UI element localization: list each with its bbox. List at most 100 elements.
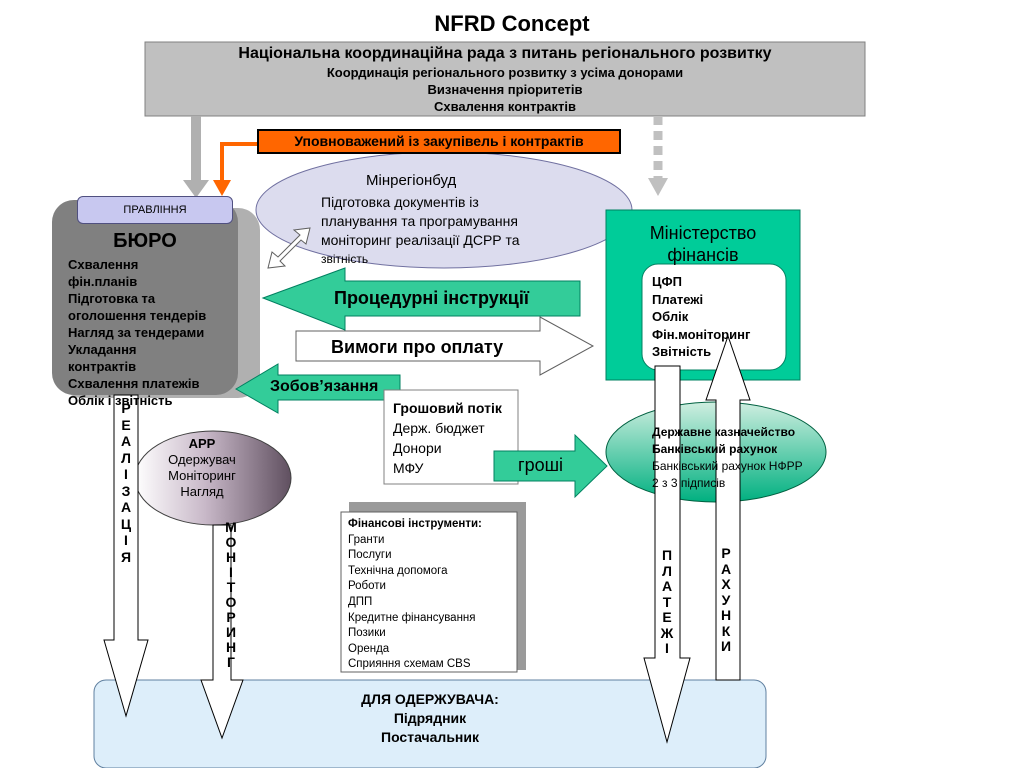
obligations-arrow — [235, 363, 401, 414]
vertical-letter: О — [225, 534, 237, 550]
treasury-text: Державне казначейство Банківський рахуно… — [652, 424, 803, 492]
obligations-label: Зобов’язання — [270, 378, 379, 395]
vertical-letter: Л — [121, 449, 131, 466]
app-line: Нагляд — [180, 484, 224, 499]
minregion-line: моніторинг реалізації ДСРР та — [321, 232, 520, 248]
minregion-title: Мінрегіонбуд — [366, 172, 457, 189]
vertical-letter: А — [120, 433, 132, 449]
bureau-item: Облік і звітність — [68, 393, 173, 408]
recipient-box — [93, 679, 767, 768]
bureau-items: Схвалення фін.планів Підготовка та оголо… — [68, 256, 206, 409]
vertical-letter: М — [225, 519, 237, 535]
vertical-letter: Е — [662, 609, 672, 625]
council-to-bureau-arrow — [183, 116, 209, 198]
vertical-letter: И — [225, 624, 237, 640]
board-label: ПРАВЛІННЯ — [77, 196, 233, 224]
instrument-item: Технічна допомога — [348, 564, 448, 577]
procedural-instructions-label: Процедурні інструкції — [334, 288, 529, 308]
payments-arrow — [643, 365, 691, 744]
vertical-letter: Х — [721, 576, 731, 592]
money-flow-title: Грошовий потік — [393, 400, 502, 416]
vertical-letter: О — [225, 594, 237, 610]
treasury-line: 2 з 3 підписів — [652, 476, 726, 490]
vertical-letter: І — [124, 532, 128, 548]
treasury-line: Банківський рахунок НФРР — [652, 459, 803, 473]
vertical-letter: Н — [225, 639, 237, 655]
money-flow-item: Донори — [393, 440, 442, 456]
minregion-line: звітність — [321, 252, 369, 266]
minregion-line: планування та програмування — [321, 213, 518, 229]
procurement-to-bureau-arrow — [213, 142, 258, 196]
ministry-title: Міністерство фінансів — [606, 222, 800, 266]
money-flow-text: Грошовий потік Держ. бюджет Донори МФУ — [393, 398, 502, 478]
ministry-items: ЦФП Платежі Облік Фін.моніторинг Звітніс… — [652, 273, 750, 361]
vertical-letter: А — [120, 499, 132, 515]
vertical-letter: А — [661, 578, 673, 594]
instrument-item: Гранти — [348, 533, 385, 546]
vertical-letter: Ц — [120, 515, 132, 532]
payment-requirements-label: Вимоги про оплату — [331, 337, 504, 357]
instrument-item: Сприяння схемам CBS — [348, 658, 471, 671]
ministry-title-line: Міністерство — [649, 223, 757, 243]
instrument-item: Оренда — [348, 642, 390, 655]
ministry-title-line: фінансів — [667, 245, 739, 265]
instrument-item: ДПП — [348, 595, 373, 608]
instrument-item: Роботи — [348, 580, 386, 593]
recipient-text: ДЛЯ ОДЕРЖУВАЧА: Підрядник Постачальник — [94, 690, 766, 747]
bureau-item: контрактів — [68, 359, 137, 374]
instrument-item: Позики — [348, 627, 386, 640]
minregion-text: Підготовка документів із планування та п… — [321, 193, 520, 269]
vertical-letter: Т — [226, 579, 236, 595]
implementation-arrow — [103, 394, 149, 718]
money-label: гроші — [518, 455, 564, 475]
app-title: APP — [188, 436, 216, 451]
ministry-item: Фін.моніторинг — [652, 326, 751, 342]
vertical-letter: А — [720, 560, 732, 577]
bureau-item: Підготовка та — [68, 291, 156, 306]
instruments-text: Фінансові інструменти: Гранти Послуги Те… — [348, 517, 482, 673]
procurement-officer-box: Уповноважений із закупівель і контрактів — [257, 129, 621, 154]
vertical-letter: Ж — [660, 624, 674, 641]
recipient-line: ДЛЯ ОДЕРЖУВАЧА: — [361, 691, 499, 707]
bureau-item: оголошення тендерів — [68, 308, 207, 323]
council-line: Визначення пріоритетів — [427, 82, 583, 97]
vertical-letter: Л — [662, 562, 672, 579]
treasury-line: Державне казначейство — [652, 425, 796, 439]
vertical-letter: К — [721, 622, 731, 639]
app-text: APP Одержувач Моніторинг Нагляд — [150, 436, 254, 500]
bureau-box — [52, 200, 238, 395]
ministry-item: Платежі — [652, 291, 704, 307]
vertical-letter: З — [121, 482, 131, 499]
recipient-line: Постачальник — [381, 729, 479, 745]
recipient-line: Підрядник — [393, 710, 467, 726]
ministry-item: Звітність — [652, 344, 712, 359]
invoices-arrow — [705, 334, 751, 681]
money-arrow — [493, 433, 608, 499]
minregion-line: Підготовка документів із — [321, 194, 479, 210]
vertical-letter: І — [124, 466, 128, 482]
council-box — [144, 41, 866, 117]
instrument-item: Послуги — [348, 549, 392, 562]
vertical-letter: Н — [720, 607, 732, 623]
app-line: Одержувач — [168, 452, 236, 467]
bureau-item: фін.планів — [68, 274, 138, 289]
vertical-letter: Г — [227, 654, 235, 670]
vertical-letter: Т — [662, 593, 672, 610]
bureau-item: Схвалення — [68, 257, 139, 272]
council-line: Схвалення контрактів — [433, 99, 577, 114]
vertical-letter: П — [661, 547, 673, 563]
vertical-letter: Р — [721, 545, 731, 561]
vertical-letter: Р — [121, 400, 131, 416]
vertical-letter: Е — [121, 416, 131, 433]
ministry-item: ЦФП — [652, 274, 682, 289]
monitoring-arrow — [200, 524, 244, 740]
app-line: Моніторинг — [168, 468, 236, 483]
instruments-title: Фінансові інструменти: — [348, 518, 482, 530]
ministry-inner-box — [641, 263, 787, 371]
money-flow-item: Держ. бюджет — [393, 420, 485, 436]
council-line: Координація регіонального розвитку з усі… — [326, 65, 684, 80]
